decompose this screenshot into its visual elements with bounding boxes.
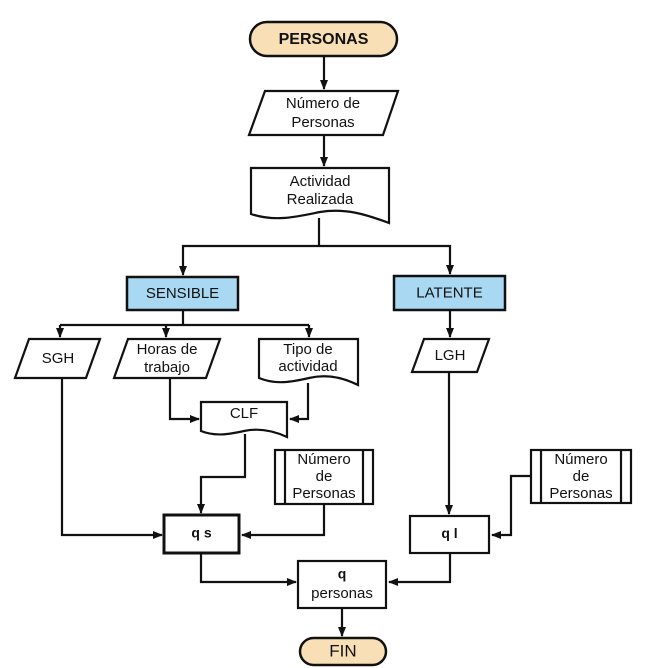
node-tipo[interactable]: Tipo de actividad [257,337,360,387]
node-sensible-label: SENSIBLE [146,285,219,302]
node-label-line1: Horas de [137,341,198,358]
edge-sgh-to-qs [60,379,163,539]
node-start-label: PERSONAS [279,31,369,48]
connectors [56,56,530,637]
node-lgh[interactable]: LGH [410,337,491,374]
node-clf-label: CLF [230,405,258,422]
node-clf[interactable]: CLF [199,400,289,439]
process-shape [408,514,491,555]
edge-qs-to-qpersonas [199,554,297,586]
node-label-line3: Personas [292,485,355,502]
node-sgh[interactable]: SGH [13,337,102,380]
node-horas[interactable]: Horas de trabajo [112,337,222,380]
edge-clf-to-qs [197,434,247,514]
node-end[interactable]: FIN [298,636,388,667]
node-label-line1: Tipo de [283,341,332,358]
node-label-line2: actividad [278,358,337,375]
node-label-line3: Personas [549,485,612,502]
node-sub-num-left[interactable]: Número de Personas [273,448,375,506]
node-lgh-label: LGH [435,347,466,364]
terminator-shape [298,636,388,667]
process-shape [125,275,240,312]
node-num-personas-input[interactable]: Número de Personas [247,89,400,137]
edge-tipo-to-clf [289,383,310,423]
process-shape [162,513,241,555]
predefined-process-shape [529,448,633,505]
node-qs[interactable]: q s [162,513,241,555]
edge-to-sensible [179,244,319,276]
edge-ql-to-qpersonas [388,554,452,586]
node-label-line1: Número [297,451,350,468]
node-label-line2: de [316,468,333,485]
document-shape [257,337,360,387]
node-sgh-label: SGH [42,350,75,367]
node-label-line1: Actividad [290,173,351,190]
edge-horas-to-clf [168,379,200,423]
node-latente[interactable]: LATENTE [392,274,507,312]
node-ql[interactable]: q l [408,514,491,555]
node-label-line2: personas [311,585,373,602]
edge-to-latente [319,244,454,275]
node-start[interactable]: PERSONAS [248,20,399,58]
node-label-line1: Número de [286,95,360,112]
process-shape [296,559,388,610]
node-end-label: FIN [329,641,356,660]
node-qs-label: q s [191,525,211,541]
node-latente-label: LATENTE [416,284,482,301]
document-shape [199,400,289,439]
document-shape [249,166,391,225]
node-label-line1: Número [554,451,607,468]
node-qpersonas[interactable]: q personas [296,559,388,610]
terminator-shape [248,20,399,58]
process-shape [392,274,507,312]
parallelogram-shape [410,337,491,374]
parallelogram-shape [247,89,400,137]
node-sub-num-right[interactable]: Número de Personas [529,448,633,505]
node-label-line1: q [338,566,347,582]
edge-subright-to-ql [491,474,530,539]
node-label-line2: de [573,468,590,485]
node-label-line2: Realizada [287,191,354,208]
node-actividad[interactable]: Actividad Realizada [249,166,391,225]
node-label-line2: trabajo [144,359,190,376]
edge-subleft-to-qs [241,505,326,539]
node-ql-label: q l [441,525,457,541]
node-label-line2: Personas [291,114,354,131]
parallelogram-shape [112,337,222,380]
node-sensible[interactable]: SENSIBLE [125,275,240,312]
parallelogram-shape [13,337,102,380]
predefined-process-shape [273,448,375,506]
